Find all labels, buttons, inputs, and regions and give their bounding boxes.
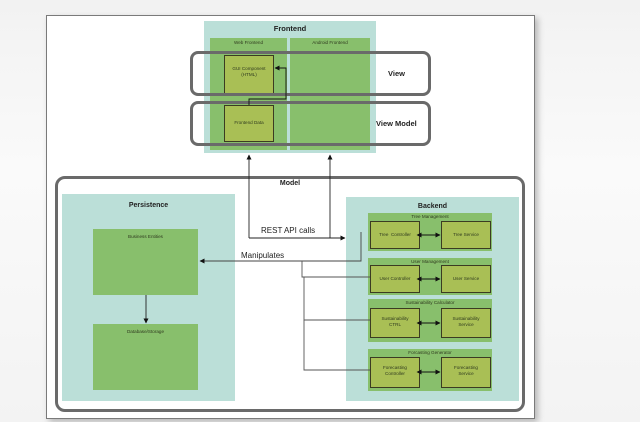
- forecasting-controller-box: Forecasting Controller: [370, 357, 420, 388]
- tree-controller-label: Tree Controller: [379, 232, 411, 237]
- sustainability-ctrl-box: Sustainability CTRL: [370, 308, 420, 338]
- sustainability-ctrl-label-line2: CTRL: [389, 322, 401, 327]
- tree-controller-box: Tree Controller: [370, 221, 420, 249]
- user-management-title: User Management: [411, 259, 449, 264]
- forecasting-controller-label-line1: Forecasting: [382, 365, 407, 370]
- forecasting-generator-title: Forcasting Generator: [408, 350, 452, 355]
- sustainability-service-label-line1: Sustainability: [452, 316, 480, 321]
- tree-management-title: Tree Management: [411, 214, 449, 219]
- tree-service-box: Tree Service: [441, 221, 491, 249]
- forecasting-controller-label-line2: Controller: [385, 371, 405, 376]
- sustainability-service-box: Sustainability Service: [441, 308, 491, 338]
- frontend-data-box: Frontend Data: [224, 105, 274, 142]
- forecasting-service-box: Forecasting Service: [441, 357, 491, 388]
- database-storage-label: Database/Storage: [126, 329, 165, 334]
- android-frontend-label: Android Frontend: [312, 40, 348, 45]
- frontend-data-label: Frontend Data: [234, 120, 264, 125]
- manipulates-label: Manipulates: [241, 251, 285, 260]
- business-entities-box: Business Entities: [93, 229, 198, 295]
- user-service-box: User Service: [441, 265, 491, 293]
- view-model-layer-outline: [190, 101, 431, 146]
- view-layer-label: View: [388, 69, 405, 78]
- rest-api-calls-label: REST API calls: [261, 226, 316, 235]
- frontend-title: Frontend: [273, 24, 307, 33]
- forecasting-service-label-line2: Service: [458, 371, 474, 376]
- tree-service-label: Tree Service: [453, 232, 479, 237]
- user-controller-box: User Controller: [370, 265, 420, 293]
- web-frontend-label: Web Frontend: [233, 40, 264, 45]
- sustainability-ctrl-label-line1: Sustainability: [381, 316, 409, 321]
- database-storage-box: Database/Storage: [93, 324, 198, 390]
- sustainability-calculator-title: Sustainability Calculator: [405, 300, 455, 305]
- model-layer-outline: [55, 176, 525, 412]
- view-layer-outline: [190, 51, 431, 96]
- sustainability-service-label-line2: Service: [458, 322, 474, 327]
- persistence-title: Persistence: [128, 202, 169, 209]
- model-layer-label: Model: [279, 180, 301, 187]
- user-controller-label: User Controller: [379, 276, 411, 281]
- user-service-label: User Service: [452, 276, 480, 281]
- business-entities-label: Business Entities: [128, 234, 163, 239]
- view-model-layer-label: View Model: [376, 119, 417, 128]
- backend-title: Backend: [417, 203, 448, 210]
- forecasting-service-label-line1: Forecasting: [453, 365, 478, 370]
